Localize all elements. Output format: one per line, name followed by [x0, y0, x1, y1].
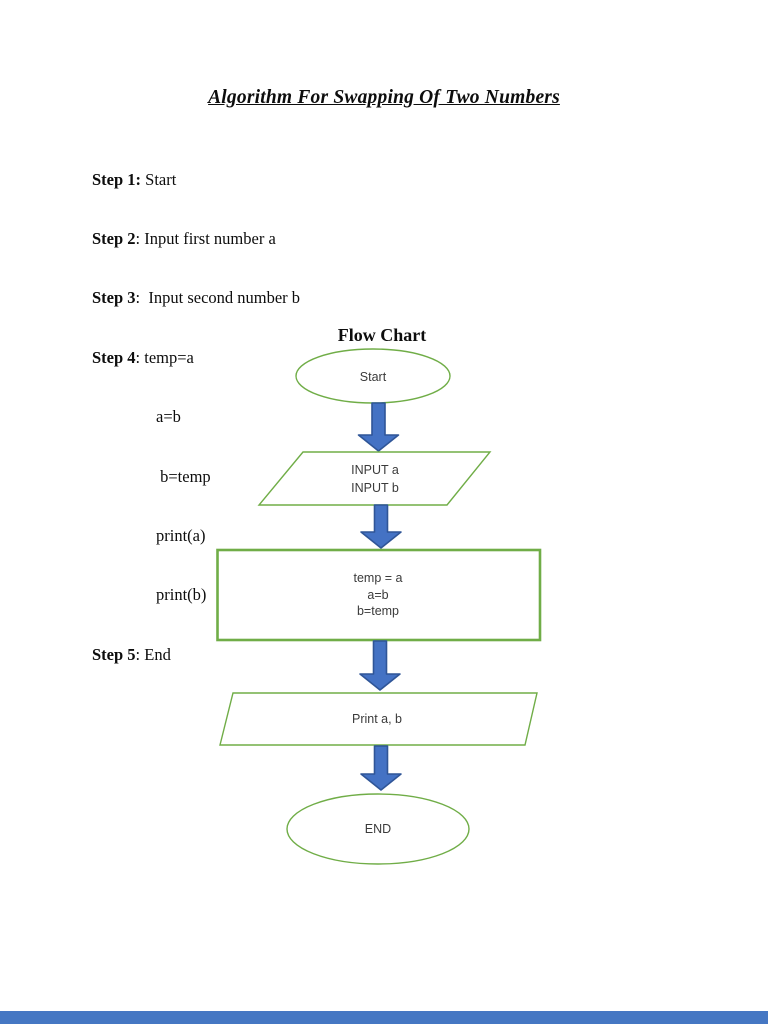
flow-arrow-2	[360, 504, 402, 549]
step-label: Step 4	[92, 347, 136, 367]
flow-arrow-3	[359, 640, 401, 691]
step-label: Step 5	[92, 644, 136, 664]
input-line-1: INPUT a	[351, 463, 399, 477]
step-subline: b=temp	[92, 467, 300, 487]
algorithm-steps: Step 1: Start Step 2: Input first number…	[92, 130, 300, 704]
step-subline: a=b	[92, 407, 300, 427]
step-text: print(a)	[156, 525, 206, 545]
step-line: Step 4: temp=a	[92, 348, 300, 368]
step-line: Step 5: End	[92, 645, 300, 665]
input-parallelogram	[257, 451, 492, 506]
process-line-3: b=temp	[357, 604, 399, 618]
step-line: Step 3: Input second number b	[92, 288, 300, 308]
step-label: Step 2	[92, 228, 136, 248]
step-text: print(b)	[156, 585, 207, 605]
viewer-bottom-bar	[0, 1011, 768, 1024]
flowchart-heading: Flow Chart	[337, 325, 427, 345]
step-text: b=temp	[156, 466, 211, 486]
output-parallelogram	[219, 692, 538, 746]
flow-arrow-1	[357, 402, 400, 452]
step-subline: print(b)	[92, 585, 300, 605]
document-title: Algorithm For Swapping Of Two Numbers	[208, 87, 560, 108]
step-line: Step 2: Input first number a	[92, 229, 300, 249]
end-terminator-shape	[286, 793, 470, 865]
step-text: Start	[141, 169, 177, 189]
step-text: : temp=a	[135, 347, 194, 367]
start-label: Start	[360, 370, 387, 384]
flow-arrow-4	[360, 745, 402, 791]
input-line-2: INPUT b	[351, 481, 399, 495]
step-text: : End	[135, 644, 171, 664]
process-line-2: a=b	[367, 588, 388, 602]
end-label: END	[365, 822, 391, 836]
output-label: Print a, b	[352, 712, 402, 726]
step-line: Step 1: Start	[92, 170, 300, 190]
step-text: a=b	[156, 407, 181, 427]
process-line-1: temp = a	[354, 571, 403, 585]
process-rectangle	[216, 548, 542, 642]
step-label: Step 1:	[92, 169, 142, 189]
step-text: : Input second number b	[135, 288, 301, 308]
step-label: Step 3	[92, 288, 136, 308]
step-subline: print(a)	[92, 526, 300, 546]
step-text: : Input first number a	[135, 228, 276, 248]
